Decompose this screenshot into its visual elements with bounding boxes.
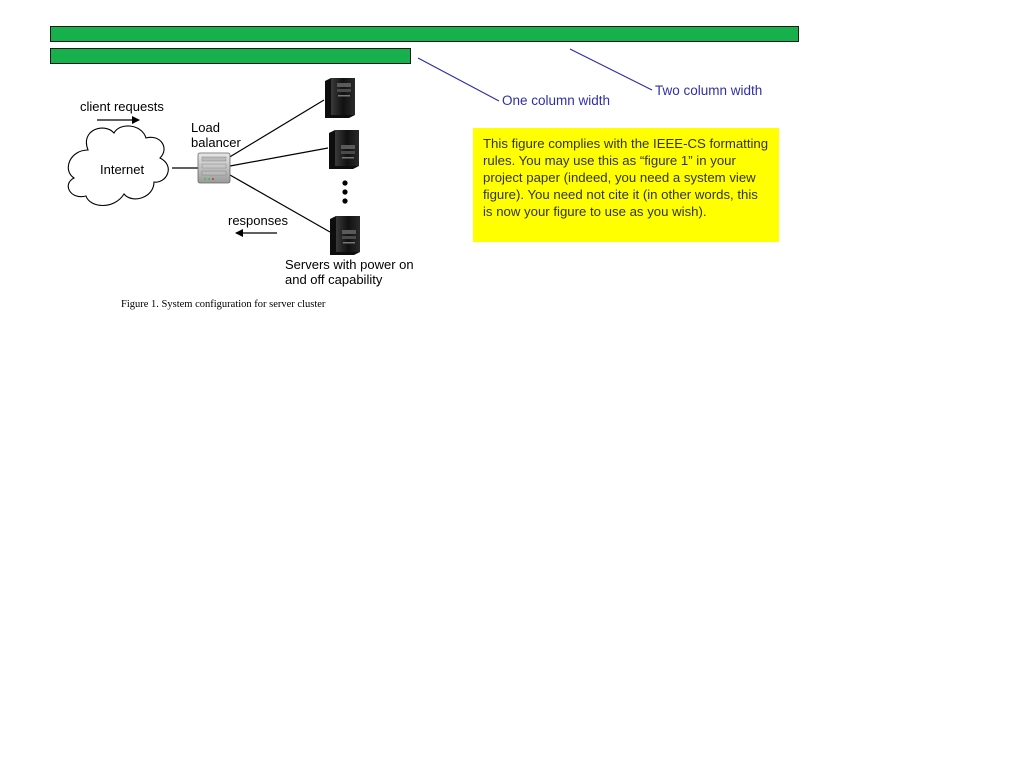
network-switch-icon (197, 152, 231, 184)
tower-server-icon (329, 130, 359, 169)
client-requests-label: client requests (80, 99, 164, 114)
servers-label: Servers with power on and off capability (285, 257, 414, 287)
figure-caption: Figure 1. System configuration for serve… (121, 299, 326, 310)
responses-label: responses (228, 213, 288, 228)
vertical-ellipsis-icon (342, 180, 348, 204)
tower-server-icon (325, 78, 355, 118)
load-balancer-label: Load balancer (191, 120, 241, 150)
balancer-to-server-1-link (227, 99, 325, 159)
balancer-to-server-2-link (229, 147, 329, 167)
one-column-width-label: One column width (502, 93, 611, 108)
balancer-to-server-3-link (229, 174, 331, 233)
internet-label: Internet (100, 162, 145, 177)
note-text: This figure complies with the IEEE-CS fo… (483, 136, 769, 219)
cloud-icon (67, 125, 169, 207)
tower-server-icon (330, 216, 360, 255)
two-column-callout-line (569, 48, 653, 91)
two-column-width-label: Two column width (655, 83, 763, 98)
two-column-width-bar (50, 26, 799, 42)
one-column-callout-line (417, 57, 500, 102)
note-box: This figure complies with the IEEE-CS fo… (473, 128, 779, 242)
one-column-width-bar (50, 48, 411, 64)
